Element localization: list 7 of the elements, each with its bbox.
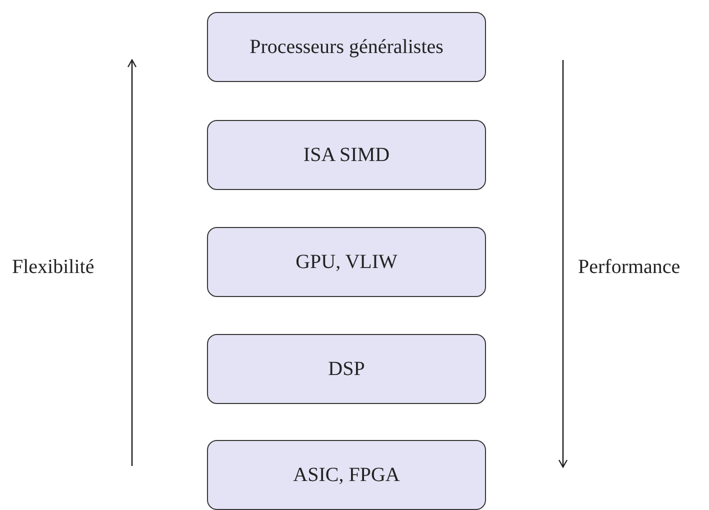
process-box: GPU, VLIW bbox=[207, 227, 486, 297]
process-box: ISA SIMD bbox=[207, 120, 486, 190]
process-box: DSP bbox=[207, 334, 486, 404]
process-box: Processeurs généralistes bbox=[207, 12, 486, 82]
process-box: ASIC, FPGA bbox=[207, 440, 486, 510]
axis-label: Flexibilité bbox=[12, 256, 94, 279]
axis-label: Performance bbox=[578, 256, 680, 279]
